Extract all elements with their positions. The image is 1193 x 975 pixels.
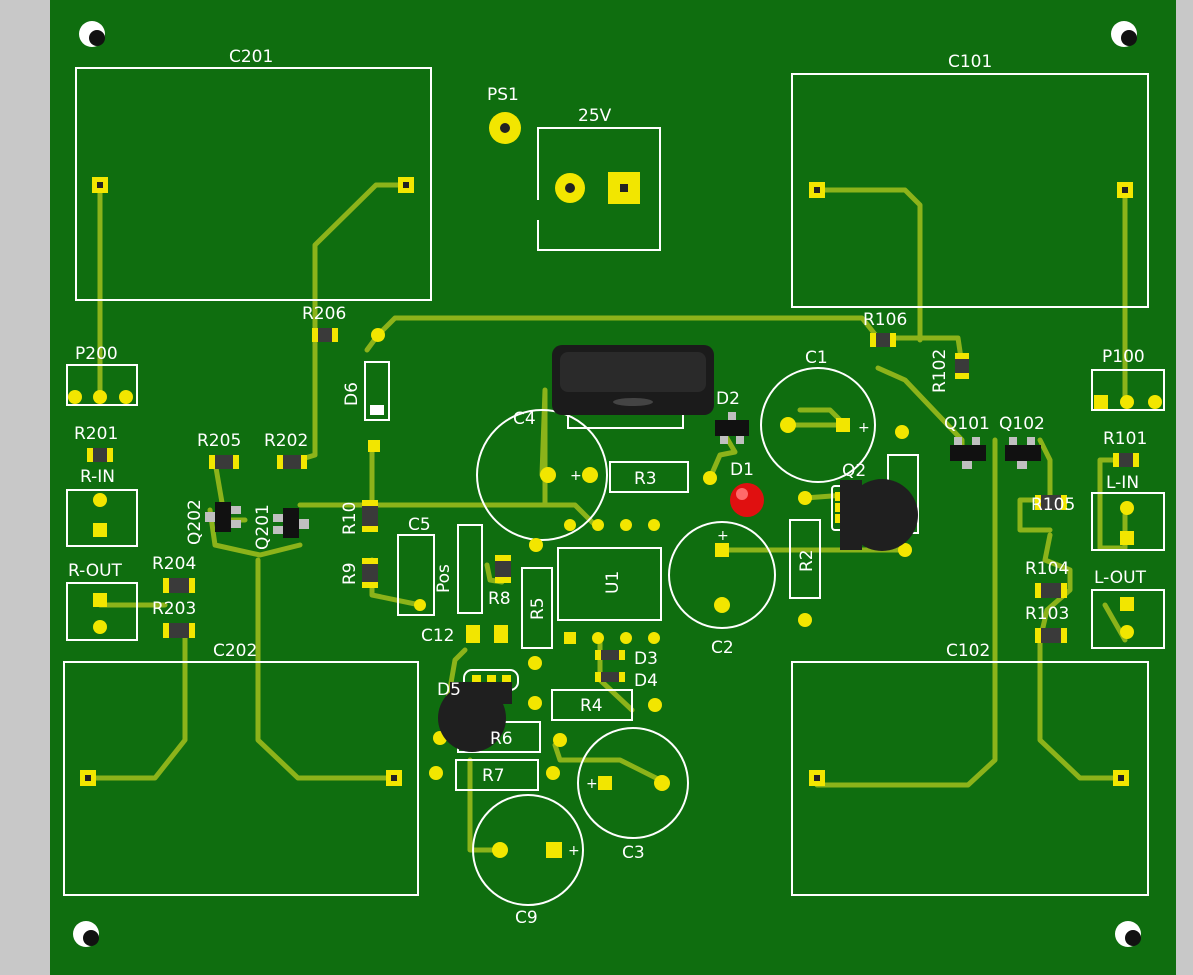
label-c201: C201: [229, 47, 273, 67]
power-inductor: [552, 345, 714, 415]
label-q101: Q101: [944, 414, 990, 434]
copper-traces: [85, 182, 1128, 853]
background-right: [1176, 0, 1193, 975]
label-q202: Q202: [185, 499, 205, 545]
svg-text:+: +: [717, 528, 729, 544]
label-q102: Q102: [999, 414, 1045, 434]
label-d5: D5: [437, 680, 461, 700]
label-u1: U1: [603, 571, 623, 594]
label-r205: R205: [197, 431, 241, 451]
svg-text:+: +: [858, 420, 870, 436]
label-ps1: PS1: [487, 85, 519, 105]
label-d6: D6: [342, 382, 362, 406]
label-d3: D3: [634, 649, 658, 669]
label-q2: Q2: [842, 461, 866, 481]
to92-d5: [438, 669, 519, 752]
label-r-out: R-OUT: [68, 561, 123, 581]
label-r201: R201: [74, 424, 118, 444]
label-c101: C101: [948, 52, 992, 72]
label-c3: C3: [622, 843, 645, 863]
label-c9: C9: [515, 908, 538, 928]
label-r105: R105: [1031, 495, 1075, 515]
label-c4: C4: [513, 409, 536, 429]
label-r7: R7: [482, 766, 505, 786]
led-d1: [730, 483, 764, 517]
svg-text:+: +: [586, 776, 598, 792]
label-r6: R6: [490, 729, 513, 749]
label-r101: R101: [1103, 429, 1147, 449]
label-r103: R103: [1025, 604, 1069, 624]
label-d4: D4: [634, 671, 658, 691]
silkscreen-labels: PS1 25V C201 C101 C202 C102 R206 R106 R1…: [68, 47, 1147, 928]
pcb-substrate: [50, 0, 1176, 975]
polarity-marks: + + + + +: [568, 420, 870, 859]
label-p200: P200: [75, 344, 118, 364]
label-c12: C12: [421, 626, 455, 646]
label-r4: R4: [580, 696, 603, 716]
label-r8: R8: [488, 589, 511, 609]
svg-text:+: +: [570, 468, 582, 484]
through-hole-pads: [68, 112, 1162, 858]
silkscreen-outlines: [63, 67, 1165, 906]
smd-components: [87, 328, 1139, 682]
mounting-holes: [73, 21, 1141, 947]
to92-q2: [831, 479, 918, 551]
label-l-in: L-IN: [1106, 473, 1139, 493]
label-r102: R102: [930, 349, 950, 393]
label-r203: R203: [152, 599, 196, 619]
label-c102: C102: [946, 641, 990, 661]
label-r5: R5: [528, 597, 548, 620]
label-pos: Pos: [434, 564, 454, 593]
svg-text:+: +: [568, 843, 580, 859]
label-r104: R104: [1025, 559, 1069, 579]
label-c5: C5: [408, 515, 431, 535]
label-r206: R206: [302, 304, 346, 324]
label-d1: D1: [730, 460, 754, 480]
label-r2: R2: [797, 549, 817, 572]
label-p100: P100: [1102, 347, 1145, 367]
label-c1: C1: [805, 348, 828, 368]
label-r202: R202: [264, 431, 308, 451]
label-r204: R204: [152, 554, 196, 574]
label-c2: C2: [711, 638, 734, 658]
label-r3: R3: [634, 469, 657, 489]
label-r10: R10: [340, 502, 360, 535]
label-25v: 25V: [578, 106, 612, 126]
label-q201: Q201: [253, 504, 273, 550]
label-r-in: R-IN: [80, 467, 115, 487]
label-c202: C202: [213, 641, 257, 661]
label-r9: R9: [340, 562, 360, 585]
label-r106: R106: [863, 310, 907, 330]
label-d2: D2: [716, 389, 740, 409]
label-l-out: L-OUT: [1094, 568, 1147, 588]
